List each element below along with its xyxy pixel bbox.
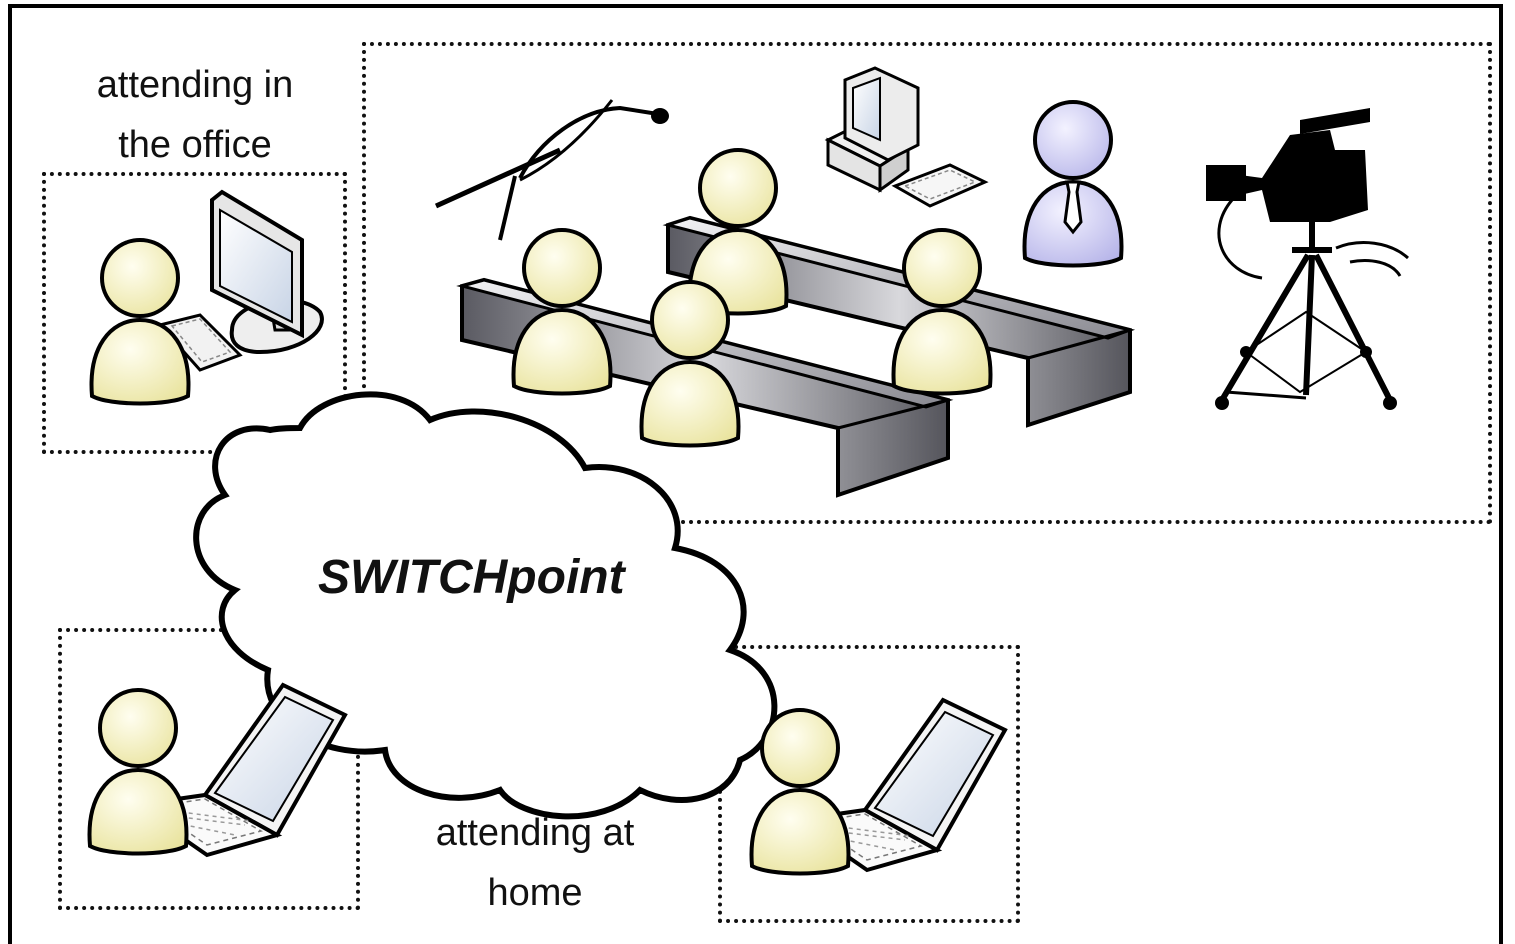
office-label: attending in the office (55, 55, 335, 175)
lecture-hall-group (362, 42, 1492, 524)
office-label-line-2: the office (118, 124, 272, 166)
office-group (42, 172, 347, 454)
office-label-line-1: attending in (96, 64, 294, 106)
cloud-label: SWITCHpoint (318, 551, 625, 604)
home-group-left (58, 628, 360, 910)
microphone-icon (434, 99, 669, 241)
home-label: attending at home (395, 803, 675, 923)
video-camera-icon (1206, 108, 1409, 410)
home-person-icon (87, 688, 189, 856)
home-person-icon (749, 708, 851, 876)
desktop-computer-icon (824, 66, 989, 208)
presenter-icon (1022, 100, 1124, 268)
outer-frame (8, 4, 1503, 944)
office-monitor-icon (157, 189, 324, 372)
home-label-line-1: attending at (435, 812, 635, 854)
home-label-line-2: home (487, 872, 583, 914)
